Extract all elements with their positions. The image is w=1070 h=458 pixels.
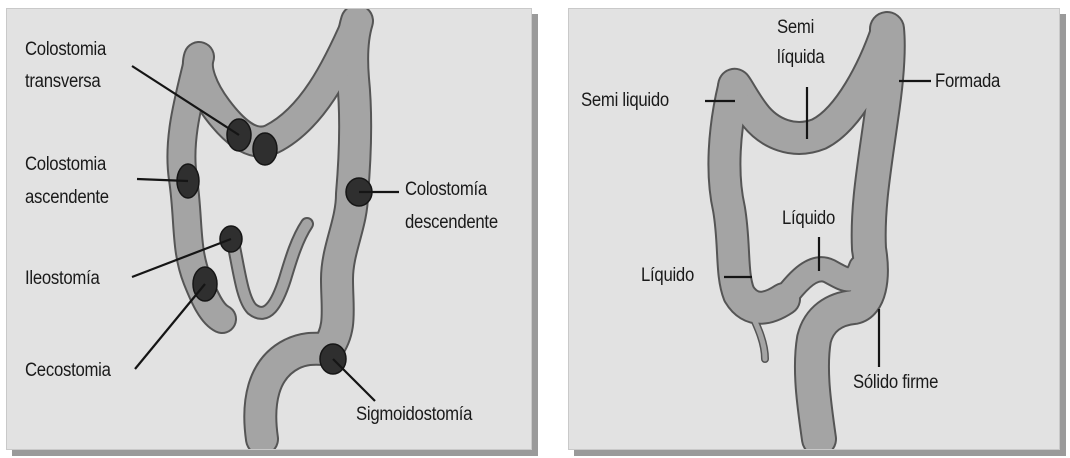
label-colostomia-ascendente-1: Colostomia xyxy=(25,154,106,176)
label-liquido-center: Líquido xyxy=(782,208,835,230)
label-semi-liquida-2: líquida xyxy=(777,47,824,69)
leader-sigmoidostomia xyxy=(333,359,375,401)
label-formada: Formada xyxy=(935,71,1000,93)
label-colostomia-transversa-1: Colostomia xyxy=(25,39,106,61)
stool-consistency-panel: Semi líquida Formada Semi liquido Líquid… xyxy=(568,8,1060,450)
label-colostomia-transversa-2: transversa xyxy=(25,71,100,93)
label-liquido-left: Líquido xyxy=(641,265,694,287)
transverse-stoma-2 xyxy=(253,133,277,165)
label-cecostomia: Cecostomia xyxy=(25,360,111,382)
label-semi-liquida-1: Semi xyxy=(777,17,814,39)
label-solido-firme: Sólido firme xyxy=(853,372,938,394)
label-semi-liquido: Semi liquido xyxy=(581,90,669,112)
label-sigmoidostomia: Sigmoidostomía xyxy=(356,404,472,426)
label-colostomia-descendente-1: Colostomía xyxy=(405,179,487,201)
label-ileostomia: Ileostomía xyxy=(25,268,99,290)
ostomy-sites-panel: Colostomia transversa Colostomia ascende… xyxy=(6,8,532,450)
label-colostomia-descendente-2: descendente xyxy=(405,212,498,234)
leader-cecostomia xyxy=(135,284,205,369)
label-colostomia-ascendente-2: ascendente xyxy=(25,187,109,209)
